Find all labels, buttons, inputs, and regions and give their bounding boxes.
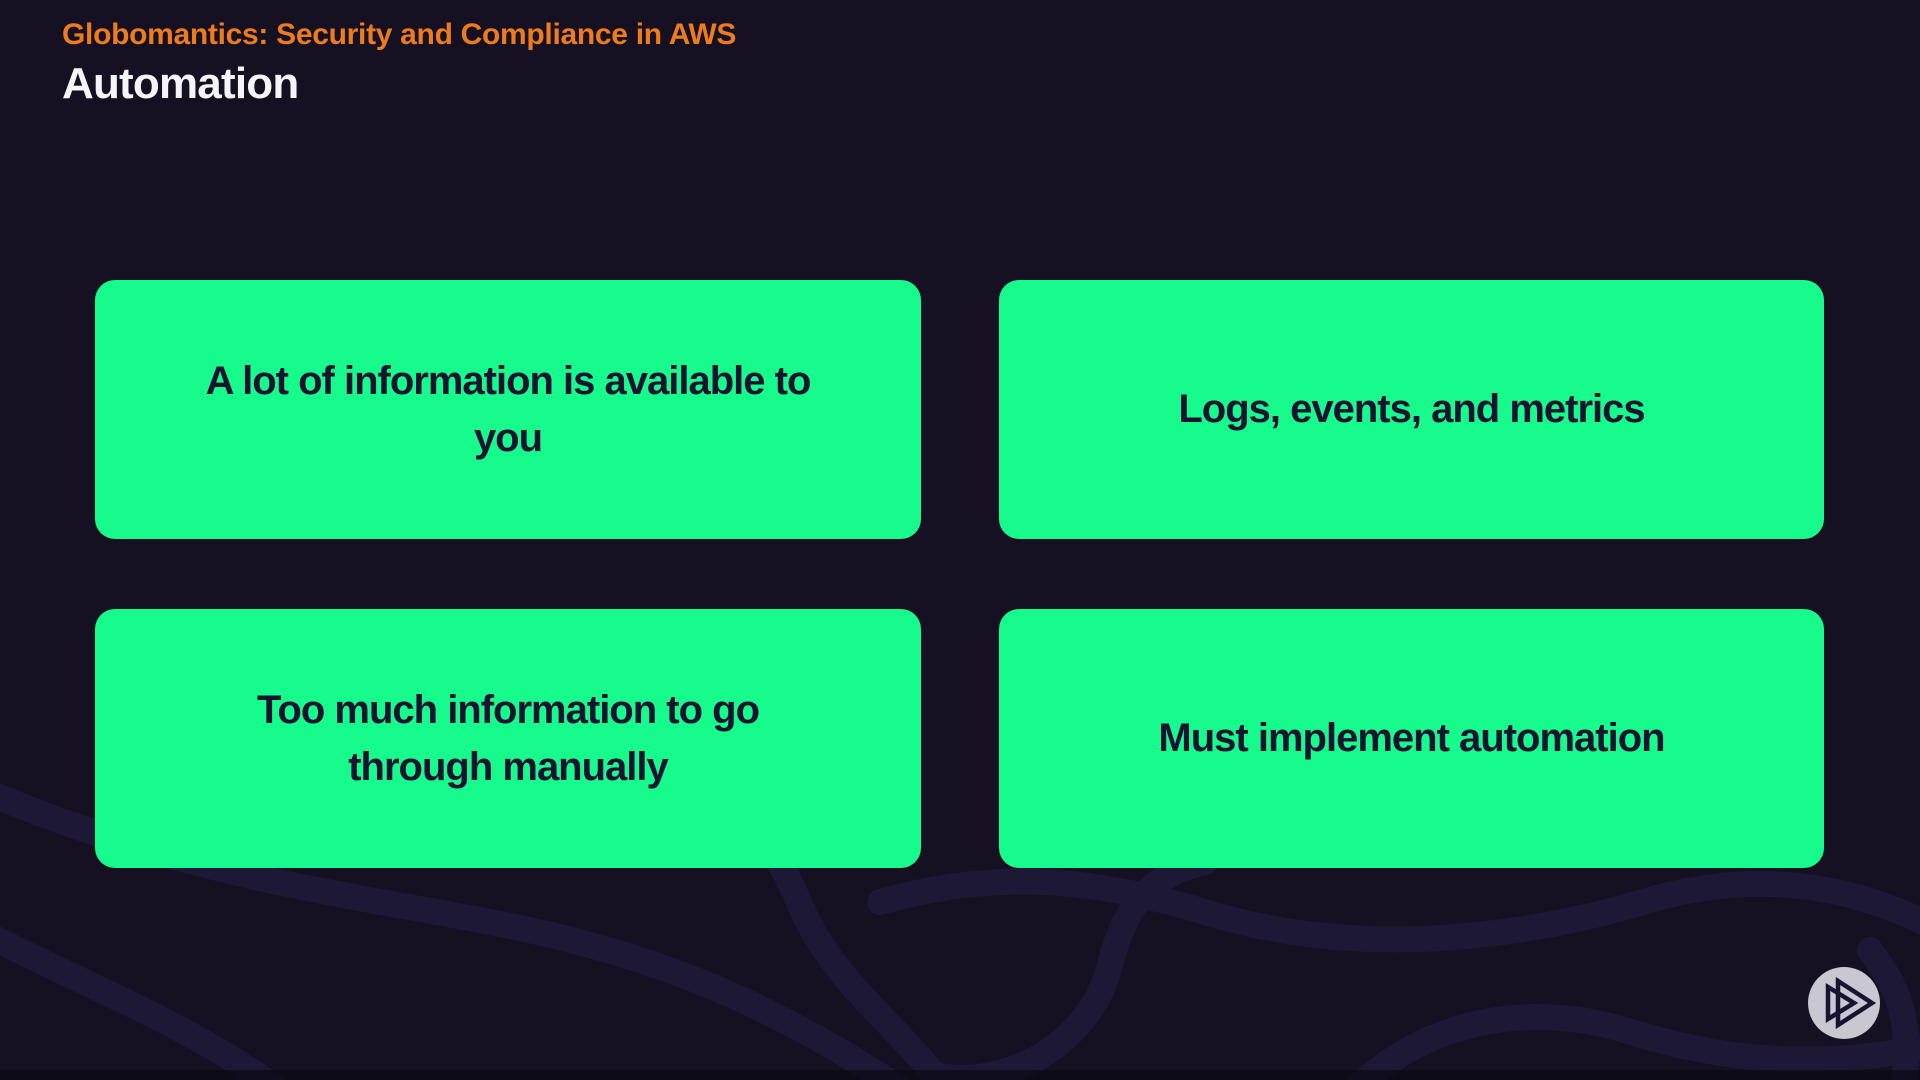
pluralsight-play-icon	[1825, 976, 1877, 1030]
card-grid: A lot of information is available to you…	[95, 280, 1824, 868]
page-title: Automation	[62, 59, 299, 108]
slide-header: Globomantics: Security and Compliance in…	[62, 17, 736, 110]
course-title: Globomantics: Security and Compliance in…	[62, 18, 737, 51]
info-card-logs-events-metrics: Logs, events, and metrics	[999, 280, 1824, 539]
info-card-too-much-information: Too much information to go through manua…	[95, 609, 921, 868]
info-card-available-information: A lot of information is available to you	[95, 280, 921, 539]
info-card-must-implement-automation: Must implement automation	[999, 609, 1824, 868]
pluralsight-logo-badge	[1808, 967, 1880, 1039]
letterbox-bar	[0, 1070, 1920, 1080]
